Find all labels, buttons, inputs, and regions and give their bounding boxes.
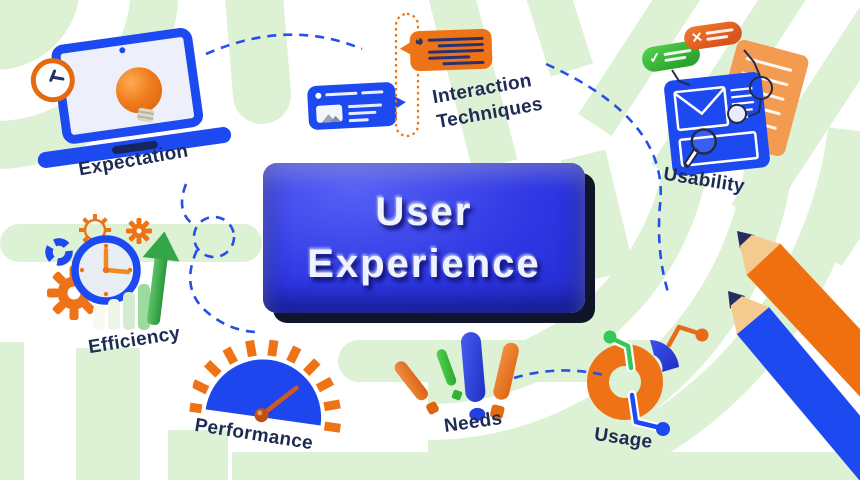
camera-dot-icon (118, 46, 126, 54)
lightbulb-base (136, 107, 155, 123)
exclamation-blue-icon (460, 331, 488, 422)
growth-arrow-icon (142, 231, 180, 326)
webpage-card-blue-icon (663, 71, 771, 177)
title-line-2: Experience (307, 242, 541, 286)
image-placeholder-icon (315, 104, 343, 123)
clock-icon (71, 235, 141, 305)
gauge-needle-icon (254, 385, 299, 423)
check-icon: ✓ (647, 48, 662, 67)
efficiency-illustration (35, 213, 210, 338)
title-line-1: User (375, 190, 473, 234)
pie-slice-blue-icon (650, 340, 679, 372)
magnifier-icon (683, 128, 718, 168)
gauge-icon (186, 339, 341, 433)
usability-connectors (671, 49, 773, 118)
chat-tag-orange-icon (399, 28, 493, 72)
exclamation-orange2-icon (488, 341, 521, 420)
callout-blue-icon (629, 392, 664, 431)
performance-illustration (186, 326, 352, 454)
callout-green-icon (608, 335, 634, 371)
growth-bars-icon (93, 284, 150, 330)
gear-small-icon (126, 218, 152, 244)
callout-orange-icon (666, 324, 704, 348)
chat-tag-blue-icon (306, 81, 407, 131)
usability-illustration: ✓ ✕ (640, 20, 818, 188)
refresh-icon (45, 238, 73, 266)
usage-illustration (575, 318, 720, 450)
user-experience-button: User Experience (263, 163, 585, 313)
cross-icon: ✕ (690, 28, 704, 46)
envelope-icon (673, 85, 730, 132)
donut-chart-icon (587, 344, 663, 420)
exclamation-green-icon (435, 347, 463, 401)
magnifier-lens-icon (727, 103, 748, 124)
